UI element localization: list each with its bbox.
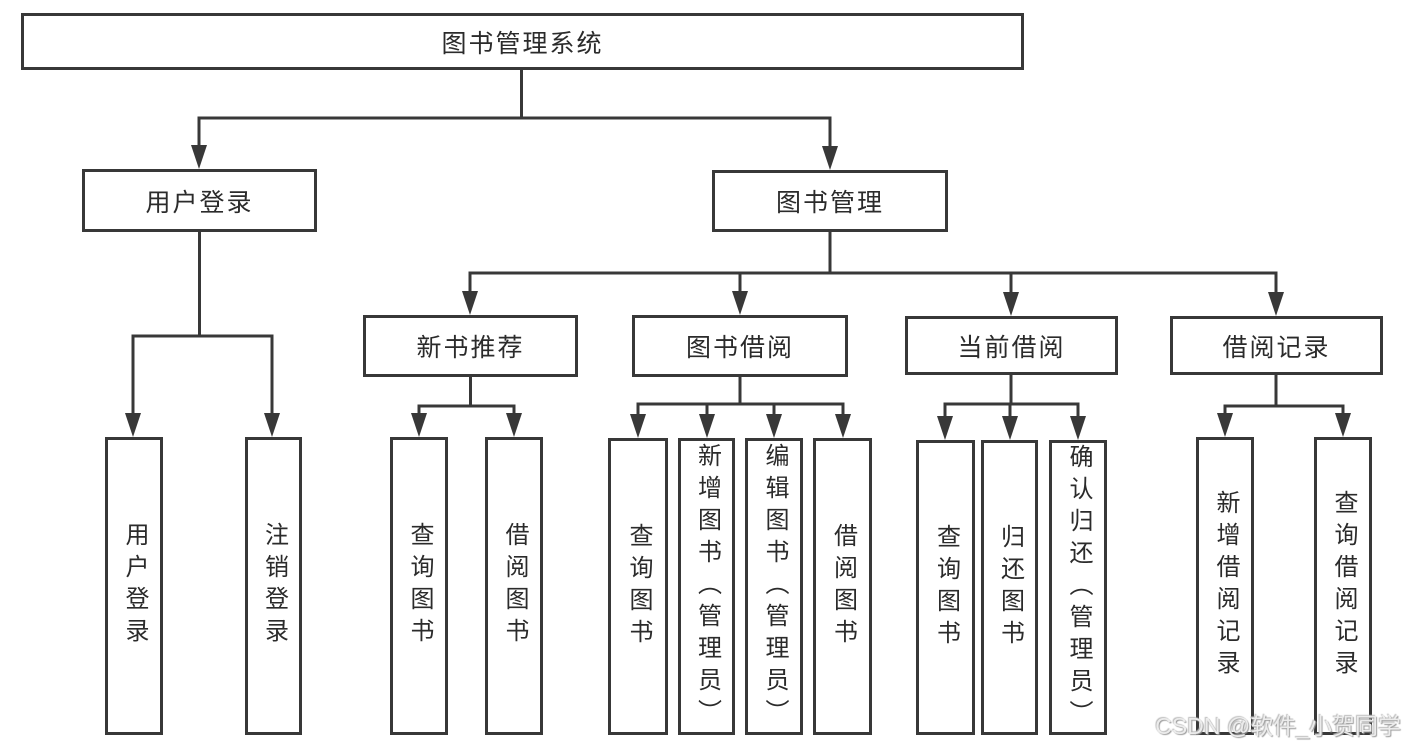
node-label: 注销登录	[260, 522, 288, 650]
node-label: 借阅图书	[829, 522, 857, 651]
leaf-logout: 注销登录	[245, 437, 302, 735]
leaf-add-books-admin: 新增图书（管理员）	[678, 438, 735, 735]
node-book-borrow: 图书借阅	[632, 315, 848, 377]
node-label: 用户登录	[145, 188, 254, 217]
leaf-return-books: 归还图书	[981, 440, 1038, 735]
node-label: 查询图书	[406, 522, 433, 650]
connector-user-login-to-leaves	[125, 232, 280, 437]
connector-book-management-to-level3	[462, 232, 1284, 316]
node-label: 新书推荐	[416, 334, 525, 362]
node-label: 图书管理系统	[441, 29, 604, 58]
node-label: 图书借阅	[685, 334, 794, 362]
csdn-watermark: CSDN @软件_小贺同学	[1155, 713, 1401, 739]
leaf-borrow-books-recommend: 借阅图书	[485, 437, 543, 735]
leaf-borrow-books: 借阅图书	[813, 438, 872, 735]
node-book-management: 图书管理	[712, 170, 948, 232]
connector-new-book-recommend-to-leaves	[411, 377, 522, 437]
connector-borrow-records-to-leaves	[1217, 375, 1351, 437]
node-label: 查询借阅记录	[1330, 490, 1357, 682]
leaf-query-books-recommend: 查询图书	[390, 437, 448, 735]
node-label: 借阅图书	[501, 522, 528, 650]
node-label: 新增图书（管理员）	[693, 442, 721, 731]
node-label: 查询图书	[625, 522, 652, 651]
node-label: 借阅记录	[1222, 333, 1331, 362]
node-label: 用户登录	[121, 522, 148, 650]
node-new-book-recommend: 新书推荐	[363, 315, 578, 377]
leaf-confirm-return-admin: 确认归还（管理员）	[1049, 440, 1107, 735]
node-label: 归还图书	[996, 523, 1024, 652]
leaf-user-login: 用户登录	[105, 437, 163, 735]
node-label: 新增借阅记录	[1212, 490, 1239, 682]
connector-book-borrow-to-leaves	[630, 377, 851, 438]
leaf-query-books-current: 查询图书	[916, 440, 975, 735]
connector-current-borrow-to-leaves	[937, 375, 1086, 440]
node-label: 图书管理	[775, 189, 884, 217]
node-label: 查询图书	[932, 523, 960, 652]
leaf-query-books-borrow: 查询图书	[608, 438, 668, 735]
node-label: 编辑图书（管理员）	[761, 442, 788, 731]
node-current-borrow: 当前借阅	[905, 316, 1118, 375]
node-library-management-system: 图书管理系统	[21, 13, 1024, 70]
node-user-login: 用户登录	[82, 169, 317, 232]
node-label: 确认归还（管理员）	[1065, 443, 1092, 732]
leaf-edit-books-admin: 编辑图书（管理员）	[745, 438, 803, 735]
node-label: 当前借阅	[957, 333, 1066, 362]
connector-root-to-level2	[191, 70, 838, 170]
leaf-add-borrow-record: 新增借阅记录	[1196, 437, 1254, 735]
leaf-query-borrow-record: 查询借阅记录	[1314, 437, 1372, 735]
node-borrow-records: 借阅记录	[1170, 316, 1383, 375]
